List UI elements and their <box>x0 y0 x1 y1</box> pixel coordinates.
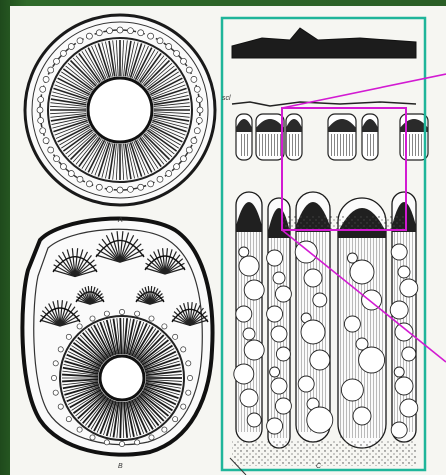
figure-a-cross-section <box>25 15 215 205</box>
label-a: A <box>117 217 123 224</box>
label-b: B <box>118 463 123 470</box>
figure-b-cross-section <box>22 219 212 455</box>
figure-c-longitudinal-section <box>232 28 428 466</box>
label-scl: scl <box>222 95 231 102</box>
